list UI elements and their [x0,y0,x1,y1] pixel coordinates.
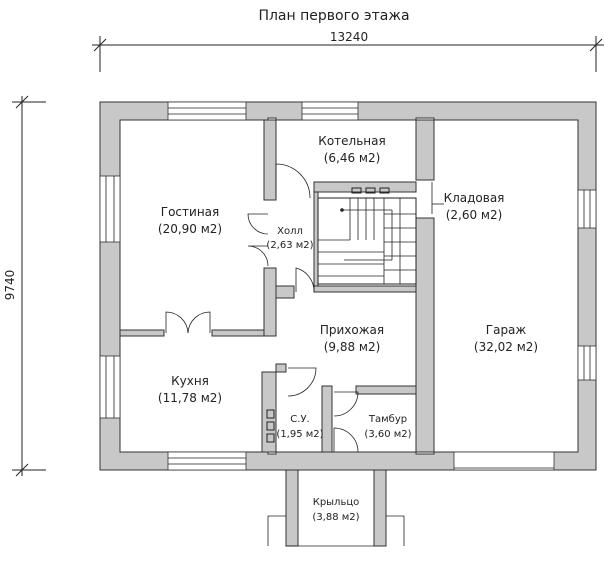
width-dimension-label: 13240 [330,30,368,44]
wc-area: (1,95 м2) [276,429,323,440]
kitchen-area: (11,78 м2) [158,391,222,405]
storage-name: Кладовая [444,191,505,205]
living-room-name: Гостиная [161,205,219,219]
porch-area: (3,88 м2) [312,512,359,523]
vestibule-name: Тамбур [368,414,407,425]
height-dimension: 9740 [3,95,46,477]
windows [99,101,597,471]
entrance-hall-name: Прихожая [320,323,384,337]
storage-area: (2,60 м2) [446,208,503,222]
kitchen-name: Кухня [171,374,209,388]
boiler-equipment [351,187,390,194]
vestibule-area: (3,60 м2) [364,429,411,440]
garage-area: (32,02 м2) [474,340,538,354]
room-labels: Котельная (6,46 м2) Гостиная (20,90 м2) … [158,134,538,523]
boiler-room-area: (6,46 м2) [324,151,381,165]
hall-area: (2,63 м2) [266,240,313,251]
garage-name: Гараж [486,323,527,337]
doors [165,163,433,453]
staircase [317,197,417,285]
living-room-area: (20,90 м2) [158,222,222,236]
width-dimension: 13240 [92,30,604,72]
wc-name: С.У. [290,414,309,425]
porch-name: Крыльцо [313,497,360,508]
entrance-hall-area: (9,88 м2) [324,340,381,354]
height-dimension-label: 9740 [3,270,17,301]
outer-walls [99,101,597,471]
plan-title: План первого этажа [258,8,409,24]
boiler-room-name: Котельная [318,134,385,148]
interior-walls [119,119,435,453]
porch [267,469,405,547]
hall-name: Холл [277,226,303,237]
wc-fixtures [266,409,275,443]
